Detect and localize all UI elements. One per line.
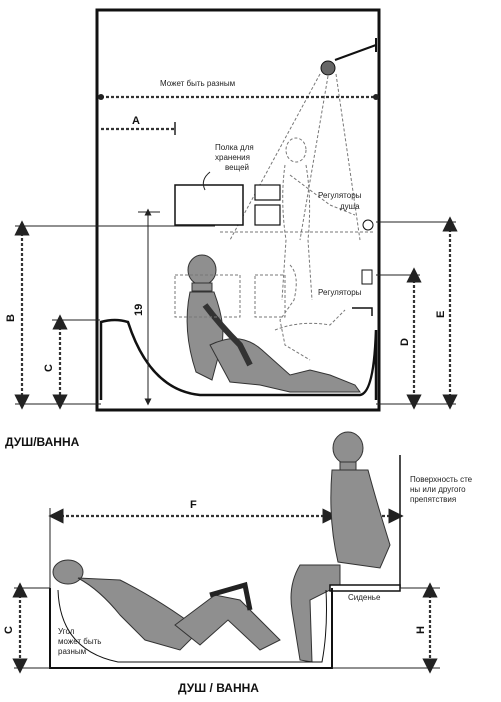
label-surface-line1: Поверхность сте (410, 475, 473, 484)
dim-19-label: 19 (133, 304, 145, 316)
figure-caption: ДУШ / ВАННА (178, 681, 259, 695)
dim-h-label: H (415, 626, 427, 634)
label-shower-regulators-line1: Регуляторы (318, 191, 362, 200)
seated-figure-in-tub (186, 254, 361, 393)
bathtub-side-profile (49, 588, 333, 669)
standing-figure-outline (281, 137, 356, 301)
label-angle-line1: Угол (58, 627, 75, 636)
dim-a-label: A (132, 115, 140, 127)
label-angle-line2: может быть (58, 637, 101, 646)
label-shelf-line1: Полка для (215, 143, 254, 152)
label-surface-line3: препятствия (410, 495, 456, 504)
label-surface-line2: ны или другого (410, 485, 466, 494)
kneeling-figure-outline (274, 264, 346, 361)
dim-f-label: F (190, 499, 197, 511)
label-regulators: Регуляторы (318, 288, 362, 297)
dim-d-label: D (399, 338, 411, 346)
top-figure: Может быть разным A Полка для хранения в… (5, 8, 458, 412)
reclining-figure (52, 559, 281, 651)
label-angle-line3: разным (58, 647, 86, 656)
dim-e-label: E (435, 311, 447, 318)
label-seat: Сиденье (348, 593, 381, 602)
room-frame (95, 8, 381, 412)
dim-c-bottom-label: C (3, 626, 15, 634)
dim-b-label: B (5, 314, 17, 322)
label-shower-regulators-line2: душа (340, 202, 360, 211)
shower-head-icon (229, 38, 377, 241)
dim-c-label: C (43, 364, 55, 372)
section-heading: ДУШ/ВАННА (5, 435, 80, 449)
storage-shelf (174, 171, 281, 226)
seated-figure-on-seat (290, 431, 391, 663)
bottom-figure: Поверхность сте ны или другого препятств… (3, 431, 473, 674)
bathtub-profile (99, 318, 378, 400)
seat (329, 584, 401, 592)
label-shelf-line2: хранения (215, 153, 250, 162)
label-may-vary: Может быть разным (160, 79, 235, 88)
label-shelf-line3: вещей (225, 163, 249, 172)
